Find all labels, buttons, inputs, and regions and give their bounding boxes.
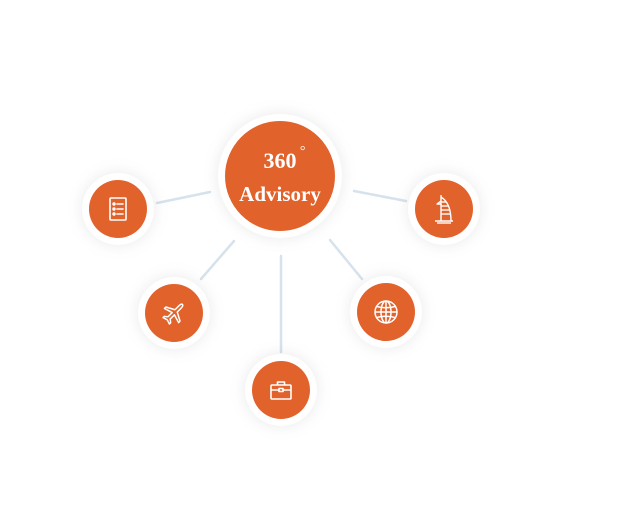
center-number: 360° (264, 144, 306, 173)
document-list-icon (109, 197, 127, 221)
center-node-360-advisory: 360° Advisory (225, 121, 335, 231)
center-label: Advisory (239, 182, 321, 206)
connector-tower (352, 189, 408, 203)
connector-globe (328, 238, 364, 281)
node-globe (357, 283, 415, 341)
node-briefcase (252, 361, 310, 419)
node-burj-al-arab (415, 180, 473, 238)
connector-plane (199, 239, 236, 281)
briefcase-icon (270, 381, 292, 400)
globe-icon (374, 300, 398, 324)
degree-symbol: ° (299, 144, 306, 159)
node-airplane (145, 284, 203, 342)
connector-list (155, 190, 212, 205)
airplane-icon (162, 303, 184, 325)
burj-al-arab-icon (435, 195, 453, 224)
node-document-list (89, 180, 147, 238)
